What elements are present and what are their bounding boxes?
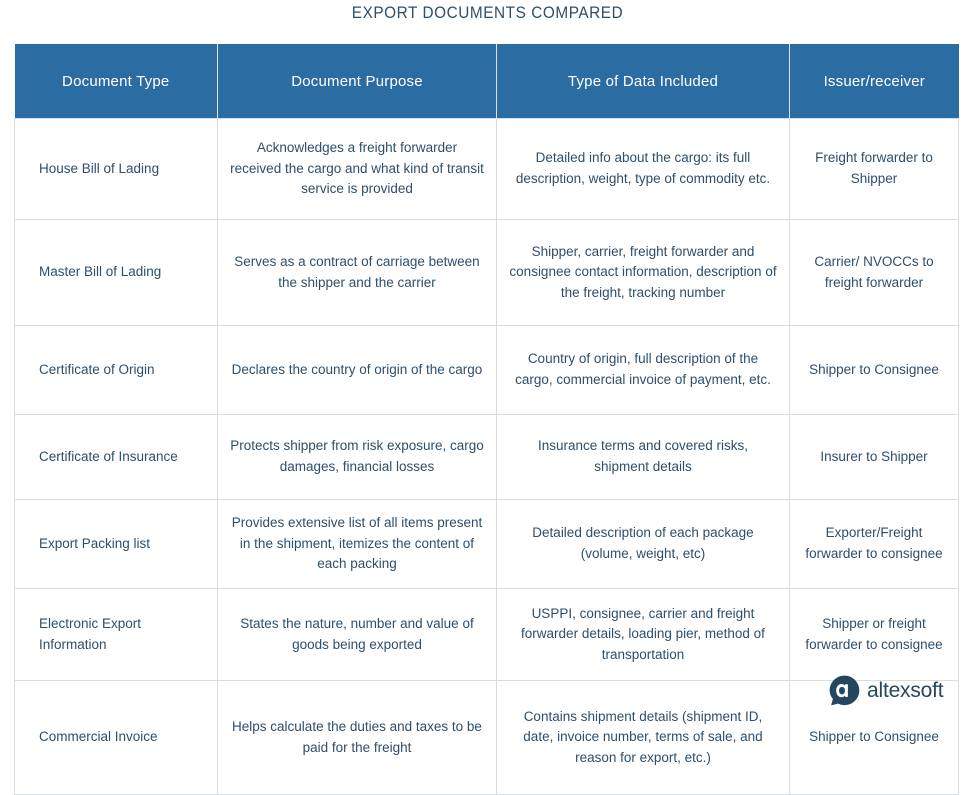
- cell-document-type: Export Packing list: [14, 499, 218, 589]
- table-body: House Bill of Lading Acknowledges a frei…: [14, 118, 959, 795]
- cell-type-of-data: Country of origin, full description of t…: [496, 325, 790, 415]
- page-title: EXPORT DOCUMENTS COMPARED: [351, 4, 624, 22]
- cell-document-purpose: Acknowledges a freight forwarder receive…: [217, 118, 497, 220]
- cell-document-type: Master Bill of Lading: [14, 219, 218, 326]
- column-header-type-of-data: Type of Data Included: [496, 44, 790, 119]
- cell-document-type: Commercial Invoice: [14, 680, 218, 795]
- table-row: Certificate of Insurance Protects shippe…: [14, 414, 959, 500]
- cell-issuer-receiver: Insurer to Shipper: [789, 414, 959, 500]
- cell-issuer-receiver: Freight forwarder to Shipper: [789, 118, 959, 220]
- cell-document-purpose: Provides extensive list of all items pre…: [217, 499, 497, 589]
- altexsoft-bubble-icon: [829, 675, 860, 706]
- altexsoft-wordmark: altexsoft: [867, 679, 944, 702]
- comparison-table-container: Document Type Document Purpose Type of D…: [14, 44, 959, 795]
- cell-type-of-data: USPPI, consignee, carrier and freight fo…: [496, 588, 790, 681]
- cell-document-purpose: Protects shipper from risk exposure, car…: [217, 414, 497, 500]
- cell-issuer-receiver: Shipper or freight forwarder to consigne…: [789, 588, 959, 681]
- cell-type-of-data: Detailed info about the cargo: its full …: [496, 118, 790, 220]
- export-documents-comparison-table: Document Type Document Purpose Type of D…: [14, 44, 959, 795]
- cell-type-of-data: Detailed description of each package (vo…: [496, 499, 790, 589]
- table-row: Electronic Export Information States the…: [14, 588, 959, 681]
- cell-type-of-data: Insurance terms and covered risks, shipm…: [496, 414, 790, 500]
- altexsoft-logo: altexsoft: [829, 675, 944, 706]
- cell-document-purpose: States the nature, number and value of g…: [217, 588, 497, 681]
- cell-document-type: Electronic Export Information: [14, 588, 218, 681]
- infographic-page: EXPORT DOCUMENTS COMPARED Document Type …: [14, 4, 959, 795]
- cell-type-of-data: Shipper, carrier, freight forwarder and …: [496, 219, 790, 326]
- table-row: Export Packing list Provides extensive l…: [14, 499, 959, 589]
- cell-document-type: Certificate of Origin: [14, 325, 218, 415]
- cell-document-type: House Bill of Lading: [14, 118, 218, 220]
- cell-document-purpose: Serves as a contract of carriage between…: [217, 219, 497, 326]
- cell-issuer-receiver: Exporter/Freight forwarder to consignee: [789, 499, 959, 589]
- cell-document-type: Certificate of Insurance: [14, 414, 218, 500]
- column-header-document-type: Document Type: [14, 44, 218, 119]
- table-header: Document Type Document Purpose Type of D…: [14, 44, 959, 119]
- column-header-issuer-receiver: Issuer/receiver: [789, 44, 959, 119]
- cell-document-purpose: Helps calculate the duties and taxes to …: [217, 680, 497, 795]
- column-header-document-purpose: Document Purpose: [217, 44, 497, 119]
- cell-issuer-receiver: Carrier/ NVOCCs to freight forwarder: [789, 219, 959, 326]
- table-row: Master Bill of Lading Serves as a contra…: [14, 219, 959, 326]
- table-row: House Bill of Lading Acknowledges a frei…: [14, 118, 959, 220]
- table-row: Certificate of Origin Declares the count…: [14, 325, 959, 415]
- cell-type-of-data: Contains shipment details (shipment ID, …: [496, 680, 790, 795]
- table-row: Commercial Invoice Helps calculate the d…: [14, 680, 959, 795]
- table-header-row: Document Type Document Purpose Type of D…: [14, 44, 959, 119]
- cell-document-purpose: Declares the country of origin of the ca…: [217, 325, 497, 415]
- cell-issuer-receiver: Shipper to Consignee: [789, 325, 959, 415]
